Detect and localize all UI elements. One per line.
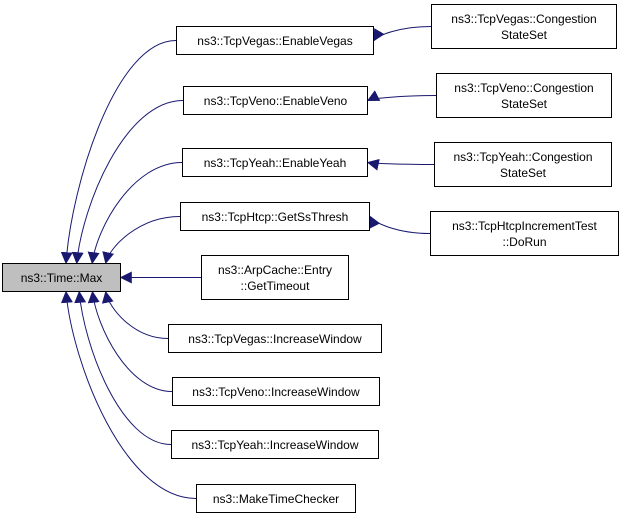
node-tcpyeah-congestionstateset[interactable]: ns3::TcpYeah::Congestion StateSet xyxy=(434,142,612,187)
node-tcphtcp-getssthresh[interactable]: ns3::TcpHtcp::GetSsThresh xyxy=(180,202,370,231)
edge-vegas_inc-to-root xyxy=(101,290,169,339)
edge-yeah_enable-to-root xyxy=(87,162,183,265)
node-tcphtcpincrementtest-dorun[interactable]: ns3::TcpHtcpIncrementTest ::DoRun xyxy=(430,211,619,256)
edge-htcp_getss-to-root xyxy=(102,216,181,265)
edge-make_checker-to-root xyxy=(60,290,197,499)
edge-yeah_inc-to-root xyxy=(74,290,172,445)
node-tcpyeah-increasewindow[interactable]: ns3::TcpYeah::IncreaseWindow xyxy=(171,430,379,459)
edge-vegas_enable-to-root xyxy=(60,40,177,265)
edge-veno_enable-to-root xyxy=(71,100,184,265)
node-tcpvegas-congestionstateset[interactable]: ns3::TcpVegas::Congestion StateSet xyxy=(431,4,617,49)
node-tcpveno-enableveno[interactable]: ns3::TcpVeno::EnableVeno xyxy=(183,86,368,115)
node-tcpvegas-enablevegas[interactable]: ns3::TcpVegas::EnableVegas xyxy=(176,26,374,55)
edge-veno_inc-to-root xyxy=(87,290,173,392)
edge-yeah_cong-to-yeah_enable xyxy=(366,158,435,171)
node-tcpvegas-increasewindow[interactable]: ns3::TcpVegas::IncreaseWindow xyxy=(168,324,382,353)
node-arpcache-entry-gettimeout[interactable]: ns3::ArpCache::Entry ::GetTimeout xyxy=(201,255,349,300)
node-tcpyeah-enableyeah[interactable]: ns3::TcpYeah::EnableYeah xyxy=(182,148,368,177)
node-tcpveno-congestionstateset[interactable]: ns3::TcpVeno::Congestion StateSet xyxy=(436,73,612,118)
node-tcpveno-increasewindow[interactable]: ns3::TcpVeno::IncreaseWindow xyxy=(172,377,380,406)
edge-vegas_cong-to-vegas_enable xyxy=(373,26,432,42)
edge-veno_cong-to-veno_enable xyxy=(366,90,437,102)
node-time-max: ns3::Time::Max xyxy=(2,263,121,292)
node-maketimechecker[interactable]: ns3::MakeTimeChecker xyxy=(196,484,356,513)
edge-htcp_test-to-htcp_getss xyxy=(369,215,431,234)
